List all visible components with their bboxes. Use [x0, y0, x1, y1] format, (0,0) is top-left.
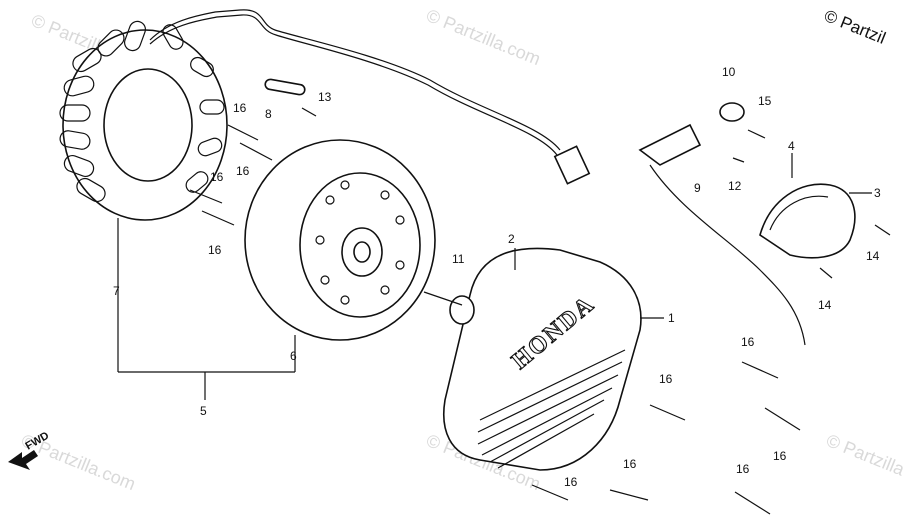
callout-16a: 16: [233, 101, 247, 115]
arrow-forward-icon: [8, 450, 38, 470]
flywheel-rotor: [244, 139, 436, 341]
watermark-top-center: © Partzilla.com: [424, 5, 544, 69]
callout-16f: 16: [659, 372, 673, 386]
pulser-cover: [759, 183, 856, 259]
callout-5: 5: [200, 404, 207, 418]
callout-6: 6: [290, 349, 297, 363]
callout-11: 11: [452, 252, 465, 266]
leader-lines: [117, 153, 872, 400]
bolts: [189, 107, 891, 515]
callout-16d: 16: [208, 243, 222, 257]
callout-1: 1: [668, 311, 675, 325]
callout-7: 7: [113, 284, 120, 298]
brand-mark: © Partzil: [822, 6, 889, 48]
callout-4: 4: [788, 139, 795, 153]
guide-plate: [719, 102, 745, 122]
callout-10: 10: [722, 65, 736, 79]
callout-16i: 16: [564, 475, 578, 489]
callout-14a: 14: [866, 249, 880, 263]
watermark-bottom-right: © Partzilla: [824, 430, 908, 480]
callout-16e: 16: [741, 335, 755, 349]
callout-16g: 16: [773, 449, 787, 463]
callout-13: 13: [318, 90, 332, 104]
stator-coil: [59, 9, 591, 221]
callout-16j: 16: [736, 462, 750, 476]
callouts: 1 2 3 4 5 6 7 8 9 10 11 12 13 14 14 15 1…: [113, 65, 881, 489]
callout-9: 9: [694, 181, 701, 195]
callout-16b: 16: [236, 164, 250, 178]
callout-16c: 16: [210, 170, 224, 184]
wire-clamp: [264, 78, 306, 96]
callout-15: 15: [758, 94, 772, 108]
callout-16h: 16: [623, 457, 637, 471]
callout-14b: 14: [818, 298, 832, 312]
callout-2: 2: [508, 232, 515, 246]
callout-3: 3: [874, 186, 881, 200]
callout-12: 12: [728, 179, 742, 193]
pulse-generator: [638, 123, 806, 346]
crankcase-cover: HONDA: [443, 247, 642, 471]
callout-8: 8: [265, 107, 272, 121]
